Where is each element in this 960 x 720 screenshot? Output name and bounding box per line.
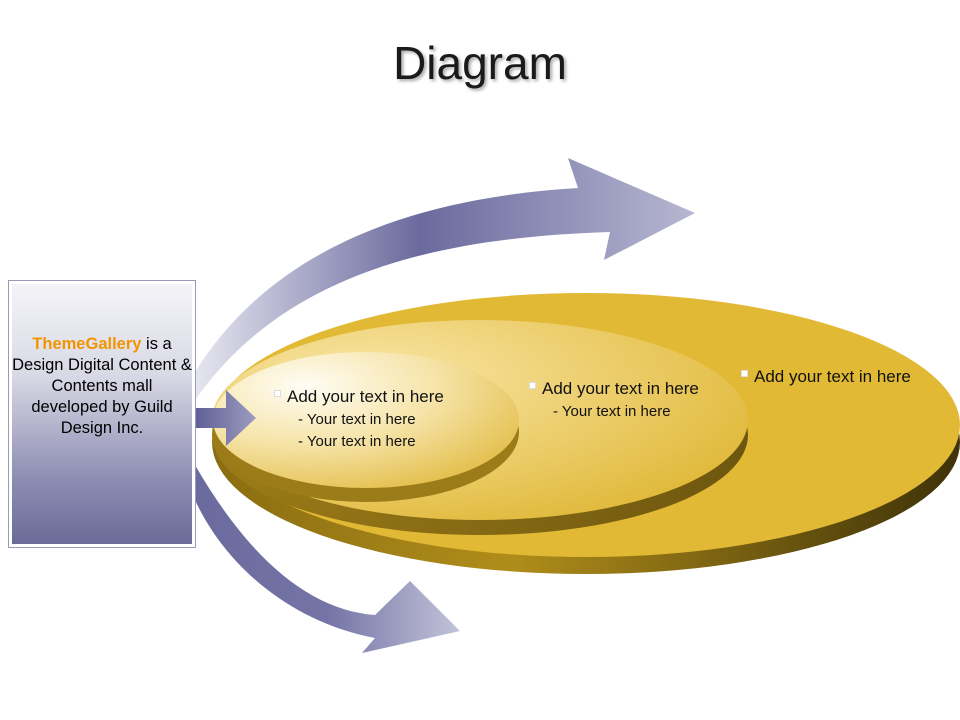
inner-ellipse-label-text: Add your text in here — [287, 387, 444, 406]
bullet-icon — [529, 382, 536, 390]
inner-ellipse-label: Add your text in here — [274, 387, 444, 407]
page-title: Diagram — [393, 37, 567, 89]
brand-description: is a Design Digital Content & Contents m… — [12, 335, 192, 437]
middle-arrow — [195, 390, 256, 446]
bullet-icon — [274, 390, 281, 398]
top-curved-arrow — [195, 158, 695, 400]
bullet-icon — [741, 370, 748, 378]
brand-name: ThemeGallery — [32, 335, 142, 353]
info-box: ThemeGallery is a Design Digital Content… — [8, 280, 196, 548]
outer-ellipse-label-text: Add your text in here — [754, 367, 911, 386]
info-box-fill: ThemeGallery is a Design Digital Content… — [12, 284, 192, 544]
info-box-text: ThemeGallery is a Design Digital Content… — [12, 334, 192, 439]
bottom-curved-arrow — [195, 465, 460, 653]
middle-ellipse-subitem: - Your text in here — [553, 403, 671, 420]
inner-ellipse — [213, 352, 519, 502]
outer-ellipse-label: Add your text in here — [741, 367, 911, 387]
inner-ellipse-subitem: - Your text in here — [298, 433, 416, 450]
inner-ellipse-subitem: - Your text in here — [298, 411, 416, 428]
middle-ellipse-label: Add your text in here — [529, 379, 699, 399]
middle-ellipse-label-text: Add your text in here — [542, 379, 699, 398]
